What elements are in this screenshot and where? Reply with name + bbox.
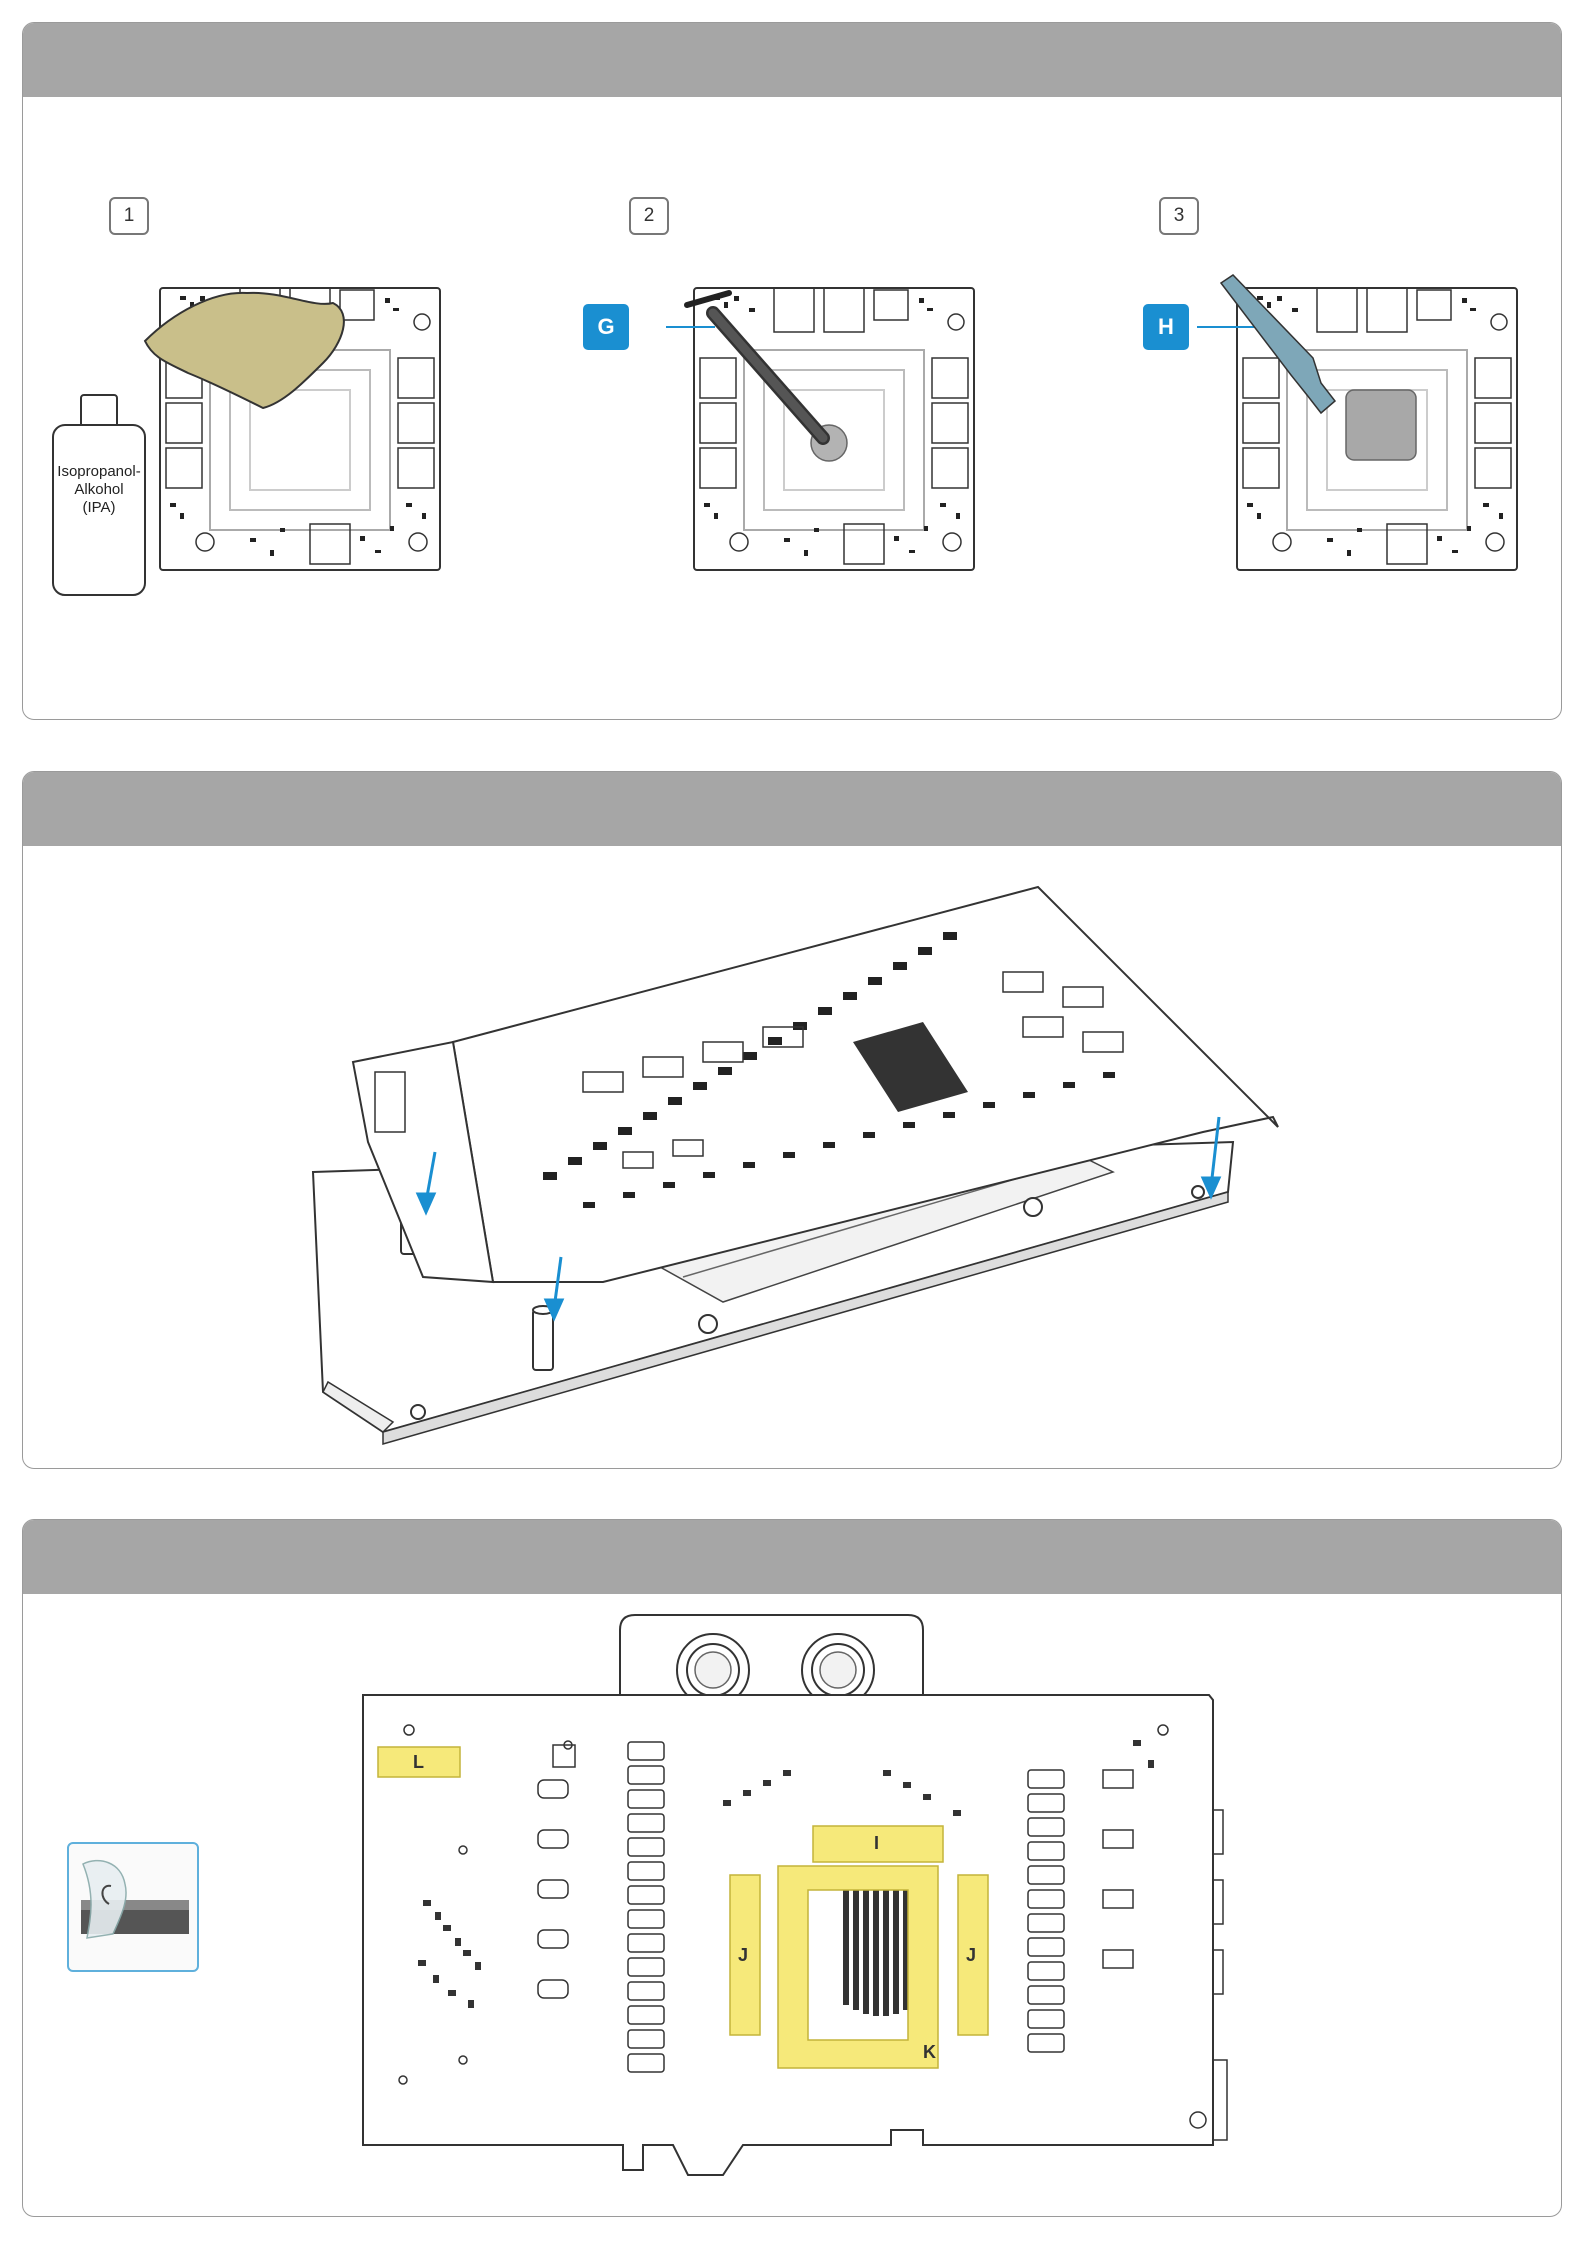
pad-label-j-left: J <box>738 1945 748 1966</box>
bottle-label-line3: (IPA) <box>53 499 145 517</box>
bottle-label: Isopropanol- Alkohol (IPA) <box>53 463 145 517</box>
peel-film-thumbnail <box>67 1842 199 1972</box>
mount-illustration <box>23 772 1561 1468</box>
pad-label-k: K <box>923 2042 936 2063</box>
bottle-label-line1: Isopropanol- <box>53 463 145 481</box>
peel-film-icon <box>69 1844 197 1970</box>
pad-label-i: I <box>874 1833 879 1854</box>
thermal-pad-illustration <box>23 1520 1561 2216</box>
tag-h: H <box>1143 304 1189 350</box>
tag-g: G <box>583 304 629 350</box>
panel-step-mount-pcb <box>22 771 1562 1469</box>
panel-step-thermal-paste: 1 2 3 <box>22 22 1562 720</box>
bottle-label-line2: Alkohol <box>53 481 145 499</box>
pad-label-j-right: J <box>966 1945 976 1966</box>
panel-step-thermal-pads: L I J J K <box>22 1519 1562 2217</box>
step-illustrations <box>23 23 1561 719</box>
pad-label-l: L <box>413 1752 424 1773</box>
